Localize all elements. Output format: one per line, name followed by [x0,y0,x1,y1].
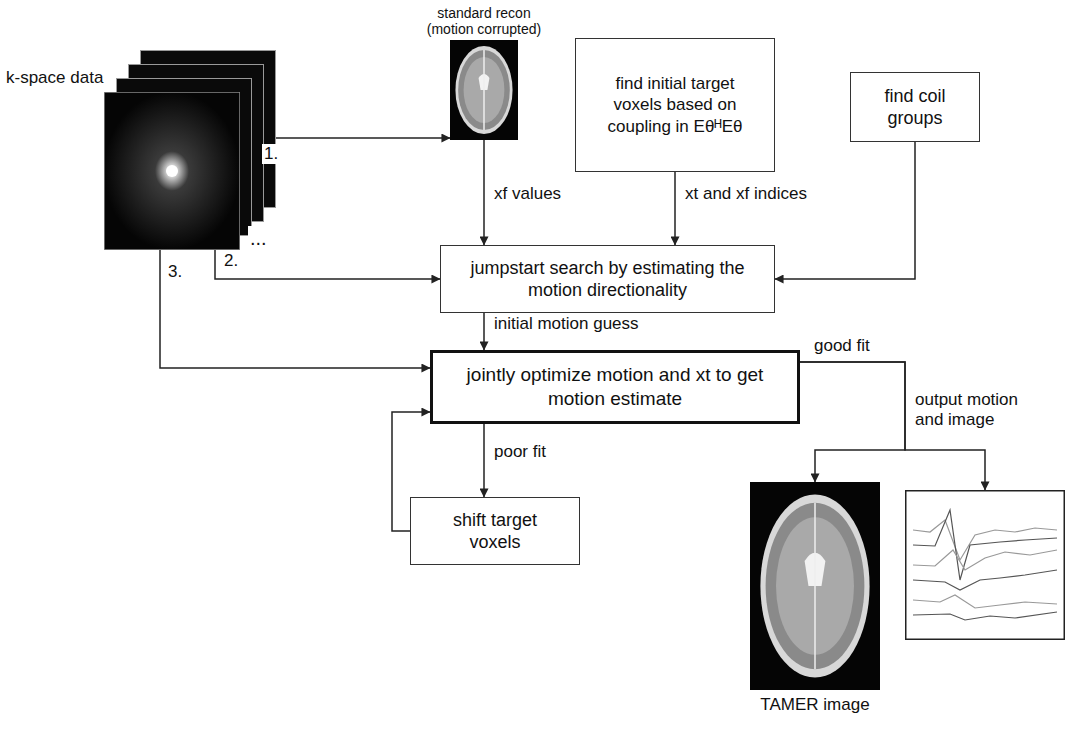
box-text: find initial target voxels based on coup… [590,73,760,137]
edge-label: output motion and image [913,390,1042,431]
kspace-picture [104,92,240,250]
edge-label: good fit [812,336,872,356]
connector-arrow [483,140,485,245]
edge-label: poor fit [492,442,548,462]
result-image: TAMER image [750,482,880,690]
edge-label: xt and xf indices [683,184,809,204]
image-heading: standard recon (motion corrupted) [416,5,552,37]
process-box: find initial target voxels based on coup… [575,38,775,172]
motion-plot [905,490,1065,640]
process-box: jumpstart search by estimating the motio… [440,245,775,313]
connector-arrow [160,250,430,368]
stack-label: k-space data [6,68,103,88]
connector-arrow [775,142,915,279]
kspace-front-frame [104,92,240,250]
edge-label: initial motion guess [492,314,641,334]
edge-label: 2. [222,251,240,271]
connector-arrow [800,362,905,482]
ellipsis-mark: ... [248,226,269,250]
brain-picture [750,482,880,690]
process-box: find coil groups [850,72,980,142]
box-text: find coil groups [865,85,965,130]
plot-picture [905,490,1065,640]
process-box: jointly optimize motion and xt to get mo… [430,350,800,424]
box-text: jumpstart search by estimating the motio… [455,257,760,302]
connector-arrow [483,424,485,497]
connector-arrow [215,250,440,279]
edge-label: xf values [492,184,563,204]
recon-image: standard recon (motion corrupted) [450,40,518,140]
box-text: shift target voxels [425,509,565,554]
image-caption: TAMER image [715,695,915,715]
process-box: shift target voxels [410,497,580,565]
edge-label: 1. [262,144,280,164]
box-text: jointly optimize motion and xt to get mo… [463,363,767,411]
connector-arrow [483,313,485,350]
brain-picture [450,40,518,140]
edge-label: 3. [166,262,184,282]
connector-arrow [674,172,676,245]
kspace-image-stack: k-space data [104,92,240,250]
